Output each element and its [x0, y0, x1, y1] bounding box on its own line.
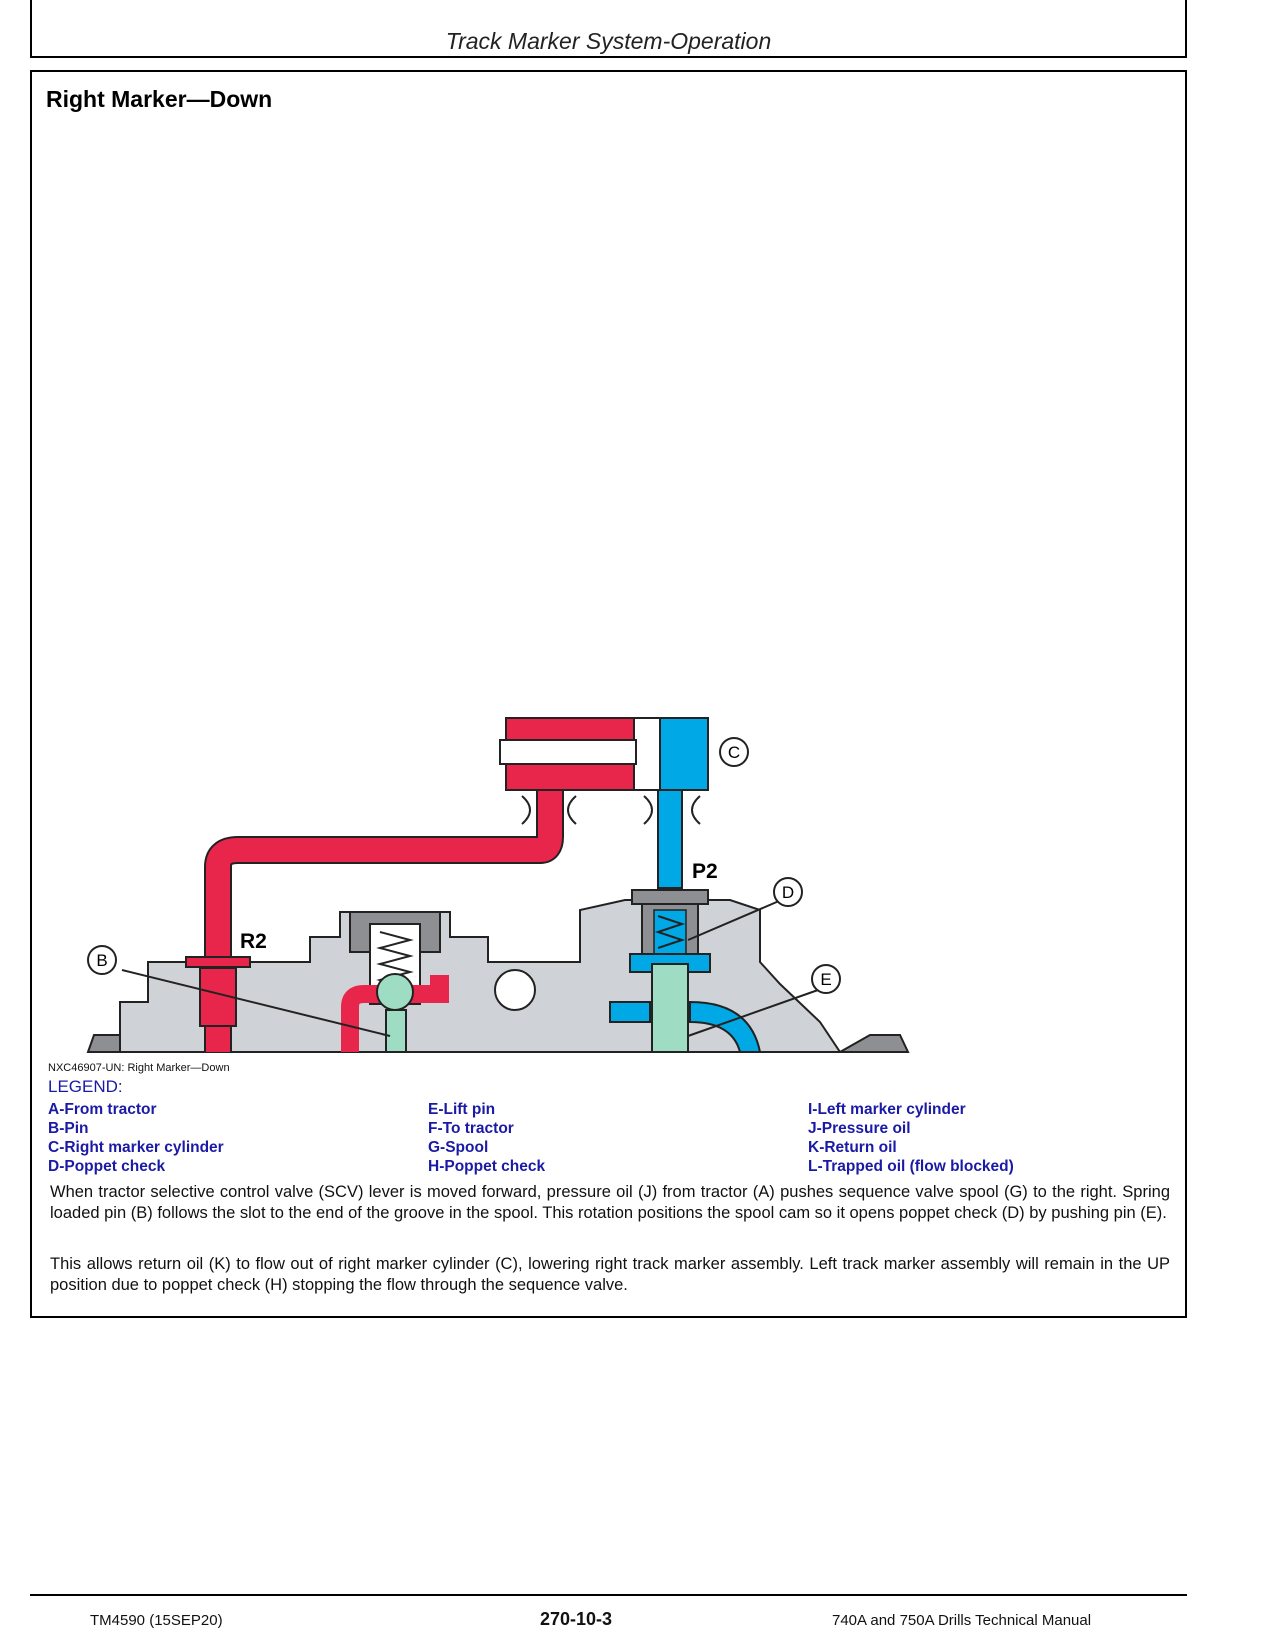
legend-item: G-Spool — [428, 1139, 489, 1156]
footer-left: TM4590 (15SEP20) — [90, 1612, 223, 1629]
callout-e — [811, 964, 841, 994]
body-paragraph-1: When tractor selective control valve (SC… — [50, 1183, 1170, 1222]
poppet-check-d-body — [631, 889, 709, 905]
legend-item: H-Poppet check — [428, 1158, 546, 1175]
legend-item: F-To tractor — [428, 1120, 514, 1137]
footer-right: 740A and 750A Drills Technical Manual — [832, 1612, 1092, 1629]
legend-heading: LEGEND: — [48, 1077, 123, 1096]
legend-item: J-Pressure oil — [808, 1120, 911, 1137]
legend-column-3: I-Left marker cylinder J-Pressure oil K-… — [808, 1100, 1178, 1176]
return-line — [657, 789, 683, 889]
spring-pin — [385, 1009, 407, 1053]
poppet-ball — [376, 973, 414, 1011]
body-paragraph-2: This allows return oil (K) to flow out o… — [50, 1255, 1170, 1294]
housing-right-lug — [836, 1034, 910, 1053]
callout-e-text: E — [820, 970, 831, 989]
main-content-box: Right Marker—Down — [30, 70, 1187, 1318]
pressure-passage — [341, 975, 449, 1052]
legend: A-From tractor B-Pin C-Right marker cyli… — [48, 1100, 1168, 1180]
callout-b — [87, 945, 117, 975]
legend-item: K-Return oil — [808, 1139, 897, 1156]
figure-caption: NXC46907-UN: Right Marker—Down — [48, 1062, 230, 1074]
section-title: Right Marker—Down — [46, 86, 273, 112]
port-hole — [494, 969, 536, 1011]
footer-page-number: 270-10-3 — [540, 1609, 613, 1629]
callout-b-text: B — [96, 951, 107, 970]
piston-rod — [499, 739, 637, 765]
callout-c-text: C — [728, 743, 740, 762]
header-box: Track Marker System-Operation — [30, 0, 1187, 58]
legend-item: I-Left marker cylinder — [808, 1101, 966, 1118]
port-label-p2: P2 — [692, 860, 718, 883]
callout-d — [773, 877, 803, 907]
hydraulic-diagram: C D E B R2 P2 — [60, 672, 960, 1112]
callout-c — [719, 737, 749, 767]
running-head: Track Marker System-Operation — [445, 28, 772, 54]
legend-item: C-Right marker cylinder — [48, 1139, 224, 1156]
footer-rule — [30, 1594, 1187, 1596]
r2-fitting — [185, 956, 251, 968]
legend-item: D-Poppet check — [48, 1158, 166, 1175]
legend-column-1: A-From tractor B-Pin C-Right marker cyli… — [48, 1100, 418, 1176]
legend-item: E-Lift pin — [428, 1101, 496, 1118]
legend-item: L-Trapped oil (flow blocked) — [808, 1158, 1014, 1175]
callout-d-text: D — [782, 883, 794, 902]
legend-item: A-From tractor — [48, 1101, 157, 1118]
housing-left-lug — [86, 1034, 121, 1053]
legend-column-2: E-Lift pin F-To tractor G-Spool H-Poppet… — [428, 1100, 798, 1176]
legend-item: B-Pin — [48, 1120, 89, 1137]
lift-pin — [651, 963, 689, 1053]
port-label-r2: R2 — [240, 930, 267, 953]
